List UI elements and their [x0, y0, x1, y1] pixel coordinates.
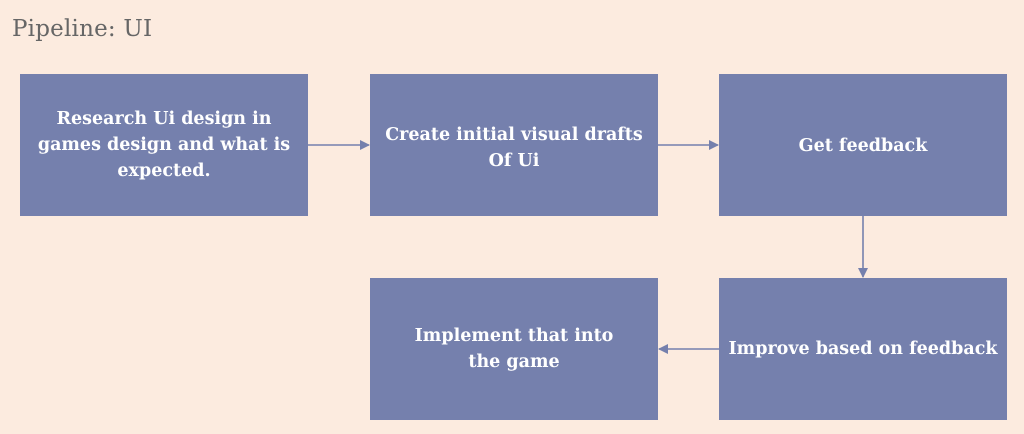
step-improve-box: Improve based on feedback: [719, 278, 1007, 420]
step-drafts-label-line1: Create initial visual drafts: [385, 125, 643, 145]
step-feedback-label: Get feedback: [798, 136, 928, 156]
step-research-box: Research Ui design in games design and w…: [20, 74, 308, 216]
step-improve-label: Improve based on feedback: [728, 339, 998, 359]
step-feedback-box: Get feedback: [719, 74, 1007, 216]
step-research-label: Research Ui design in games design and w…: [37, 109, 291, 181]
step-drafts-box: Create initial visual drafts Of Ui: [370, 74, 658, 216]
page-title: Pipeline: UI: [12, 16, 153, 42]
step-implement-box: Implement that into the game: [370, 278, 658, 420]
step-implement-label: Implement that into the game: [414, 326, 614, 372]
step-drafts-label-line2: Of Ui: [488, 151, 540, 171]
